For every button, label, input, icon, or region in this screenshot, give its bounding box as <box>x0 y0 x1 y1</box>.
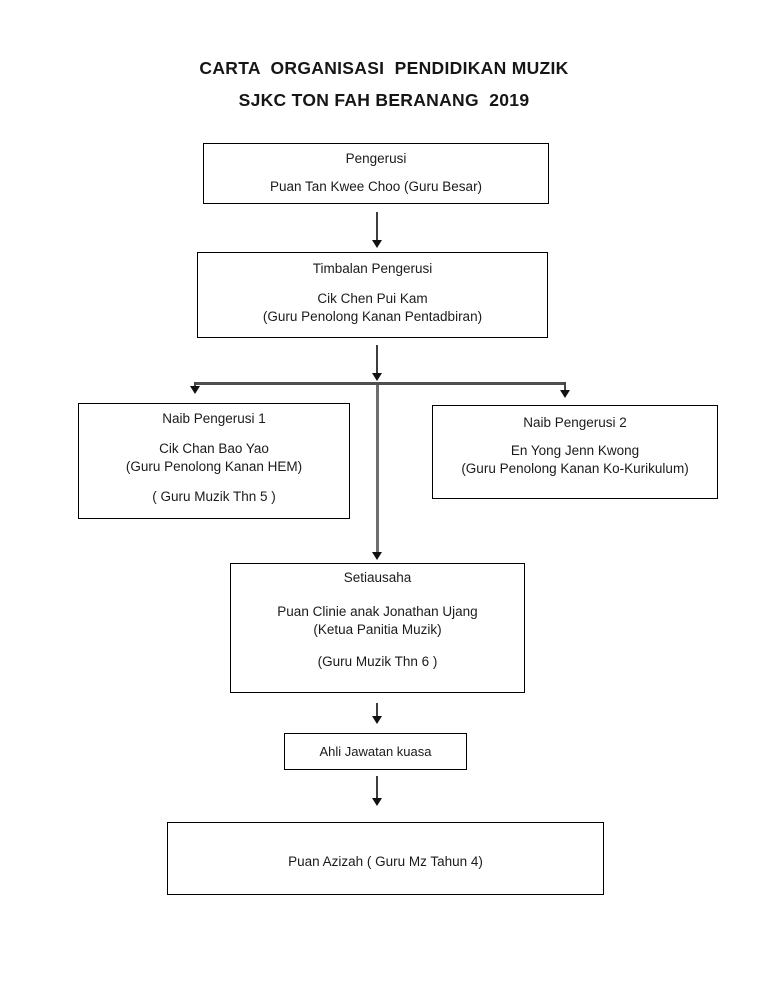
node-member-person: Puan Azizah ( Guru Mz Tahun 4) <box>288 854 483 869</box>
node-setiausaha-subject: (Guru Muzik Thn 6 ) <box>317 654 438 669</box>
connector-ajk-ahli <box>376 776 378 799</box>
connector-pengerusi-timbalan <box>376 212 378 241</box>
node-ahli-member: Puan Azizah ( Guru Mz Tahun 4) <box>167 822 604 895</box>
node-timbalan-position: (Guru Penolong Kanan Pentadbiran) <box>262 309 483 324</box>
node-naib2-person: En Yong Jenn Kwong <box>510 443 640 458</box>
node-naib1-position: (Guru Penolong Kanan HEM) <box>125 459 303 474</box>
branch-horizontal-line <box>195 382 566 385</box>
chart-title-line2: SJKC TON FAH BERANANG 2019 <box>238 90 530 110</box>
arrowhead-down-icon <box>190 386 200 394</box>
node-naib2-position: (Guru Penolong Kanan Ko-Kurikulum) <box>461 461 689 476</box>
node-setiausaha-role: Setiausaha <box>343 570 412 585</box>
node-ahli-jawatankuasa: Ahli Jawatan kuasa <box>284 733 467 770</box>
arrowhead-down-icon <box>372 240 382 248</box>
arrowhead-down-icon <box>560 390 570 398</box>
node-pengerusi-role: Pengerusi <box>345 151 407 166</box>
arrowhead-down-icon <box>372 373 382 381</box>
node-naib-pengerusi-2: Naib Pengerusi 2 En Yong Jenn Kwong (Gur… <box>432 405 718 499</box>
node-ajk-label: Ahli Jawatan kuasa <box>319 743 432 759</box>
arrowhead-down-icon <box>372 716 382 724</box>
node-timbalan-pengerusi: Timbalan Pengerusi Cik Chen Pui Kam (Gur… <box>197 252 548 338</box>
connector-timbalan-branch <box>376 345 378 374</box>
connector-branch-setiausaha <box>375 385 379 553</box>
node-setiausaha-position: (Ketua Panitia Muzik) <box>313 622 442 637</box>
node-naib1-subject: ( Guru Muzik Thn 5 ) <box>152 489 276 504</box>
node-setiausaha: Setiausaha Puan Clinie anak Jonathan Uja… <box>230 563 525 693</box>
node-pengerusi-person: Puan Tan Kwee Choo (Guru Besar) <box>269 179 483 194</box>
arrowhead-down-icon <box>372 552 382 560</box>
node-timbalan-role: Timbalan Pengerusi <box>312 261 433 276</box>
chart-title-line1: CARTA ORGANISASI PENDIDIKAN MUZIK <box>199 58 569 78</box>
node-timbalan-person: Cik Chen Pui Kam <box>317 291 428 306</box>
node-naib2-role: Naib Pengerusi 2 <box>523 415 627 430</box>
node-pengerusi: Pengerusi Puan Tan Kwee Choo (Guru Besar… <box>203 143 549 204</box>
arrowhead-down-icon <box>372 798 382 806</box>
node-setiausaha-person: Puan Clinie anak Jonathan Ujang <box>277 604 478 619</box>
node-naib1-role: Naib Pengerusi 1 <box>162 411 266 426</box>
connector-setiausaha-ajk <box>376 703 378 717</box>
chart-title: CARTA ORGANISASI PENDIDIKAN MUZIK SJKC T… <box>0 52 768 116</box>
node-naib-pengerusi-1: Naib Pengerusi 1 Cik Chan Bao Yao (Guru … <box>78 403 350 519</box>
connector-branch-naib1 <box>194 382 196 388</box>
node-naib1-person: Cik Chan Bao Yao <box>159 441 269 456</box>
connector-branch-naib2 <box>564 382 566 391</box>
